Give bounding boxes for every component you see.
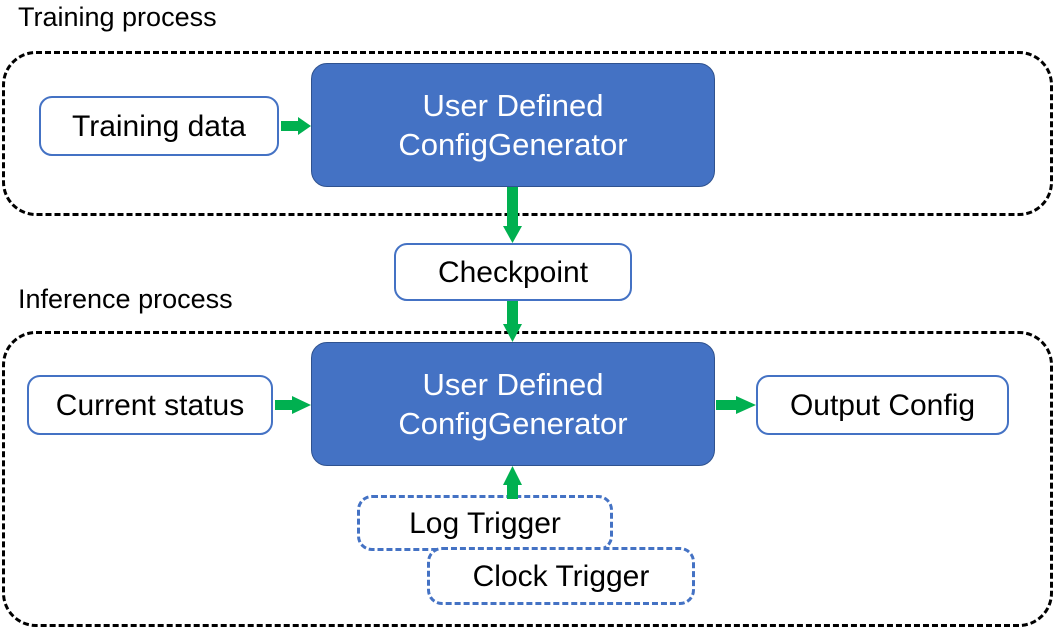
node-log-trigger-label: Log Trigger [409, 506, 561, 540]
node-current-status-label: Current status [55, 388, 245, 422]
node-checkpoint-label: Checkpoint [437, 255, 589, 289]
node-output-config-label: Output Config [789, 388, 976, 422]
training-process-group [2, 51, 1053, 216]
node-clock-trigger-label: Clock Trigger [472, 559, 650, 593]
training-section-caption: Training process [18, 2, 217, 32]
node-log-trigger[interactable]: Log Trigger [357, 495, 613, 551]
node-output-config[interactable]: Output Config [756, 375, 1009, 435]
node-user-defined-configgenerator-inference[interactable]: User Defined ConfigGenerator [311, 342, 715, 466]
inference-section-caption: Inference process [18, 284, 233, 314]
node-clock-trigger[interactable]: Clock Trigger [427, 547, 695, 605]
node-generator-training-line2: ConfigGenerator [398, 127, 628, 162]
node-training-data-label: Training data [72, 109, 246, 143]
node-generator-inference-line1: User Defined [422, 366, 604, 402]
node-current-status[interactable]: Current status [27, 375, 273, 435]
node-user-defined-configgenerator-training[interactable]: User Defined ConfigGenerator [311, 63, 715, 187]
inference-process-group [2, 331, 1053, 627]
node-training-data[interactable]: Training data [39, 96, 279, 156]
node-checkpoint[interactable]: Checkpoint [394, 243, 632, 301]
node-generator-inference-line2: ConfigGenerator [398, 406, 628, 441]
node-generator-training-line1: User Defined [422, 87, 604, 123]
